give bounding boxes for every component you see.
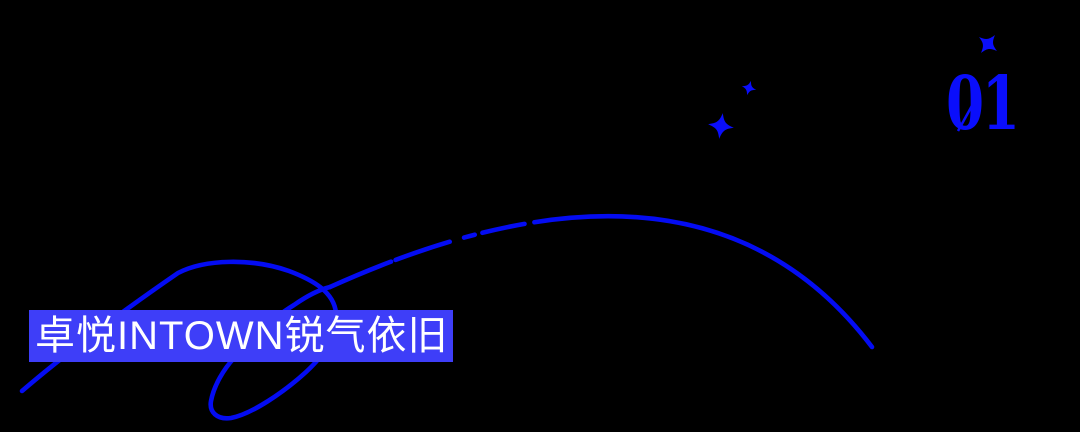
headline-text: 卓悦INTOWN锐气依旧 (35, 314, 449, 358)
sparkle-icon (741, 80, 757, 96)
sparkle-icon (708, 113, 734, 139)
headline-banner: 卓悦INTOWN锐气依旧 (29, 310, 453, 362)
flourish-arc-stroke (327, 213, 875, 350)
sparkle-icon (979, 35, 997, 53)
zero-slash (956, 92, 981, 132)
section-number: 01 (946, 61, 1020, 147)
